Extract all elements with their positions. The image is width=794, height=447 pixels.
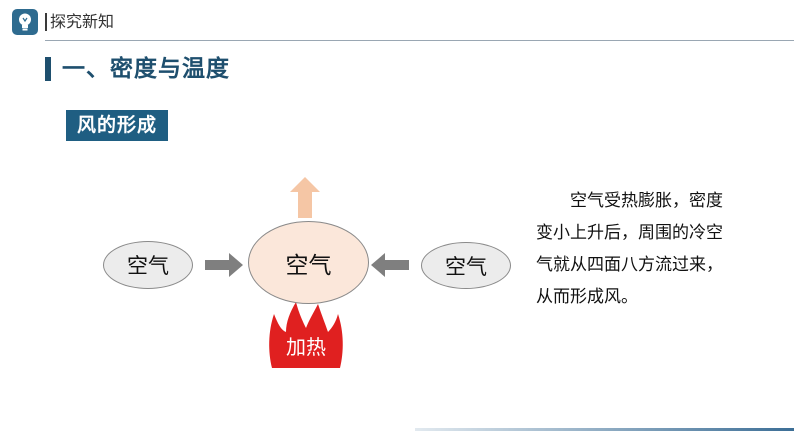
- inflow-arrow-right-icon: [371, 253, 409, 277]
- explanation-paragraph: 空气受热膨胀，密度变小上升后，周围的冷空气就从四面八方流过来，从而形成风。: [536, 191, 723, 307]
- lightbulb-icon: [12, 9, 38, 35]
- heated-air: 空气: [248, 221, 369, 304]
- heat-label: 加热: [286, 335, 326, 359]
- cold-air-right: 空气: [421, 242, 511, 289]
- heated-air-label: 空气: [285, 252, 332, 279]
- header-underline: [45, 40, 794, 41]
- cold-air-left-label: 空气: [127, 254, 169, 278]
- cold-air-left: 空气: [103, 241, 193, 289]
- section-marker: [45, 57, 51, 81]
- rising-arrow-icon: [290, 177, 320, 218]
- inflow-arrow-left-icon: [205, 253, 243, 277]
- section-title: 一、密度与温度: [62, 56, 230, 82]
- flame-icon: [269, 302, 343, 368]
- footer-line: [415, 428, 794, 431]
- cold-air-right-label: 空气: [445, 254, 487, 279]
- header-title: 探究新知: [50, 12, 115, 31]
- explanation-text: 空气受热膨胀，密度变小上升后，周围的冷空气就从四面八方流过来，从而形成风。: [536, 185, 736, 313]
- subtitle-label: 风的形成: [66, 110, 168, 141]
- header-divider: [45, 13, 47, 31]
